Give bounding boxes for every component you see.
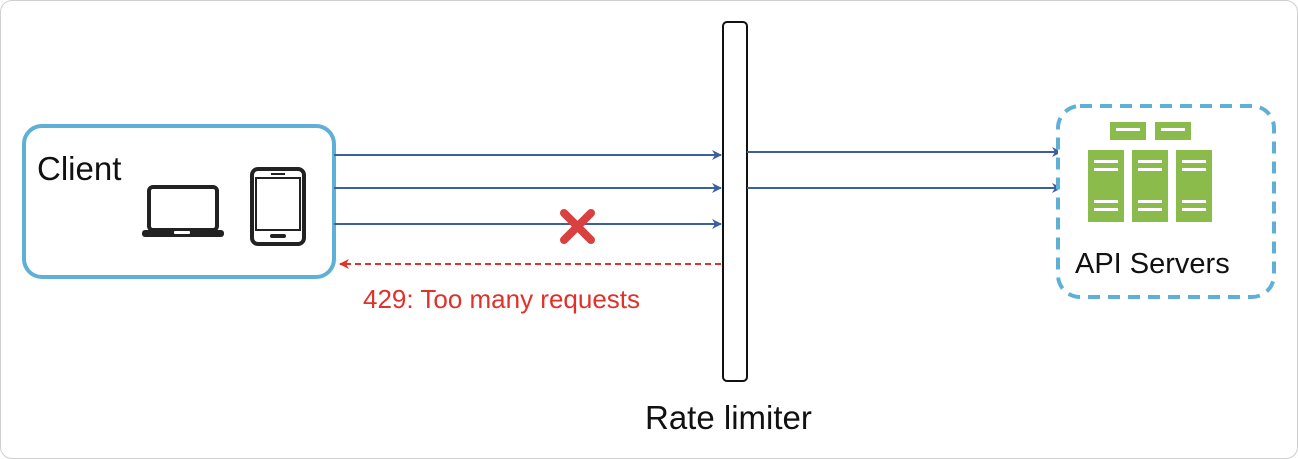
error-label: 429: Too many requests — [363, 284, 641, 314]
rate-limiter-bar[interactable] — [722, 21, 748, 382]
client-label: Client — [37, 150, 122, 187]
client-box[interactable] — [22, 124, 336, 279]
api-servers-label: API Servers — [1075, 248, 1230, 280]
rate-limiter-label: Rate limiter — [645, 399, 812, 436]
blocked-cross-icon — [560, 209, 595, 244]
server-cluster-icon — [1088, 122, 1212, 222]
tablet-icon — [250, 167, 306, 246]
laptop-icon — [142, 185, 224, 237]
